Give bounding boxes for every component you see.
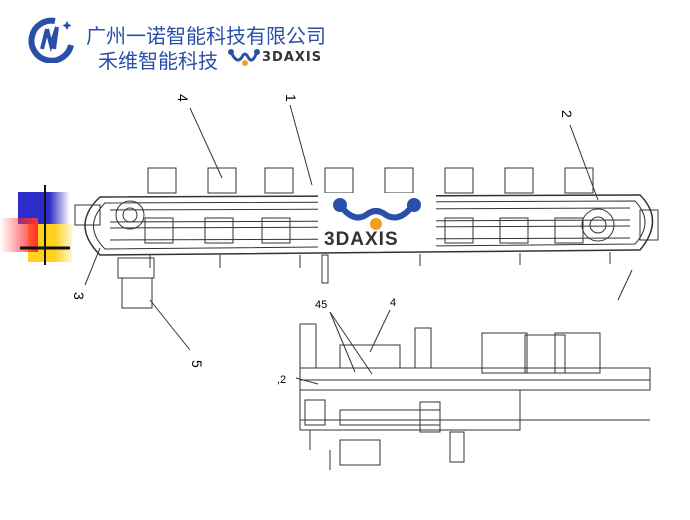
detail-label: 45 (315, 299, 327, 311)
detail-label: 4 (390, 297, 396, 309)
decorative-squares (0, 185, 72, 265)
company-subname: 禾维智能科技 (98, 49, 218, 73)
brand-logo: 3DAXIS (228, 47, 328, 69)
company-name: 广州一诺智能科技有限公司 (86, 24, 326, 48)
callout-label: 1 (283, 94, 299, 102)
callout-label: 3 (71, 292, 87, 300)
detail-label: ,2 (277, 374, 286, 386)
callout-label: 2 (559, 110, 575, 118)
callout-label: 5 (189, 360, 205, 368)
company-logo (28, 17, 74, 63)
brand-mark-icon (228, 49, 260, 66)
watermark-logo: 3DAXIS (318, 193, 436, 251)
callout-label: 4 (175, 94, 191, 102)
watermark-mark-icon (333, 198, 421, 230)
watermark-text: 3DAXIS (324, 229, 399, 250)
brand-text: 3DAXIS (262, 50, 323, 65)
